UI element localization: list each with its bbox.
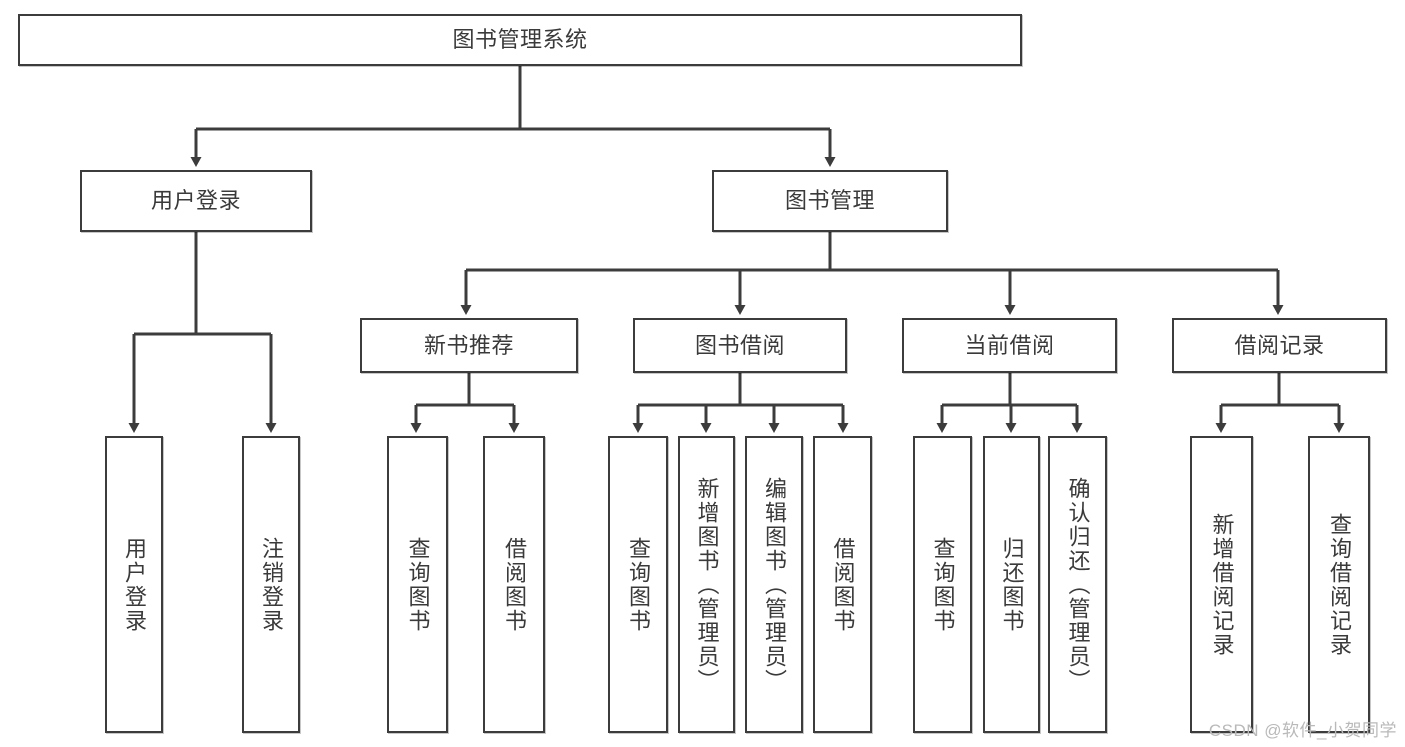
- node-user-login[interactable]: 用户登录: [80, 170, 312, 232]
- node-new-book-recommend-label: 新书推荐: [423, 332, 514, 358]
- leaf-query-borrow-record-label: 查询借阅记录: [1327, 512, 1352, 657]
- leaf-borrow-book-recommend-label: 借阅图书: [502, 536, 527, 633]
- node-book-borrow[interactable]: 图书借阅: [633, 318, 847, 373]
- leaf-add-borrow-record-label: 新增借阅记录: [1209, 512, 1235, 657]
- leaf-query-book-current[interactable]: 查询图书: [913, 436, 972, 733]
- node-current-borrow-label: 当前借阅: [964, 332, 1055, 358]
- node-new-book-recommend[interactable]: 新书推荐: [360, 318, 578, 373]
- leaf-return-book-label: 归还图书: [999, 536, 1025, 633]
- leaf-return-book[interactable]: 归还图书: [983, 436, 1040, 733]
- leaf-query-book-borrow-label: 查询图书: [626, 536, 651, 633]
- leaf-confirm-return-admin[interactable]: 确认归还（管理员）: [1048, 436, 1107, 733]
- leaf-borrow-book-recommend[interactable]: 借阅图书: [483, 436, 545, 733]
- node-book-management[interactable]: 图书管理: [712, 170, 948, 232]
- node-borrow-records-label: 借阅记录: [1234, 332, 1325, 358]
- leaf-edit-book-admin-label: 编辑图书（管理员）: [762, 476, 787, 693]
- leaf-confirm-return-admin-label: 确认归还（管理员）: [1065, 476, 1091, 693]
- leaf-edit-book-admin[interactable]: 编辑图书（管理员）: [745, 436, 803, 733]
- leaf-query-borrow-record[interactable]: 查询借阅记录: [1308, 436, 1370, 733]
- node-current-borrow[interactable]: 当前借阅: [902, 318, 1117, 373]
- node-book-management-label: 图书管理: [784, 188, 875, 214]
- leaf-query-book-recommend-label: 查询图书: [405, 536, 431, 633]
- leaf-logout[interactable]: 注销登录: [242, 436, 300, 733]
- leaf-query-book-borrow[interactable]: 查询图书: [608, 436, 668, 733]
- node-root-label: 图书管理系统: [452, 27, 588, 53]
- leaf-borrow-book-label: 借阅图书: [830, 536, 856, 633]
- leaf-add-book-admin[interactable]: 新增图书（管理员）: [678, 436, 735, 733]
- watermark: CSDN @软件_小贺同学: [1208, 721, 1397, 740]
- node-user-login-label: 用户登录: [150, 188, 241, 214]
- leaf-logout-label: 注销登录: [259, 536, 284, 633]
- leaf-query-book-current-label: 查询图书: [930, 536, 956, 633]
- leaf-add-book-admin-label: 新增图书（管理员）: [694, 476, 720, 693]
- leaf-borrow-book[interactable]: 借阅图书: [813, 436, 872, 733]
- leaf-add-borrow-record[interactable]: 新增借阅记录: [1190, 436, 1253, 733]
- leaf-query-book-recommend[interactable]: 查询图书: [387, 436, 448, 733]
- node-borrow-records[interactable]: 借阅记录: [1172, 318, 1387, 373]
- node-book-borrow-label: 图书借阅: [694, 332, 785, 358]
- leaf-user-login[interactable]: 用户登录: [105, 436, 163, 733]
- node-root[interactable]: 图书管理系统: [18, 14, 1022, 66]
- leaf-user-login-label: 用户登录: [122, 536, 147, 633]
